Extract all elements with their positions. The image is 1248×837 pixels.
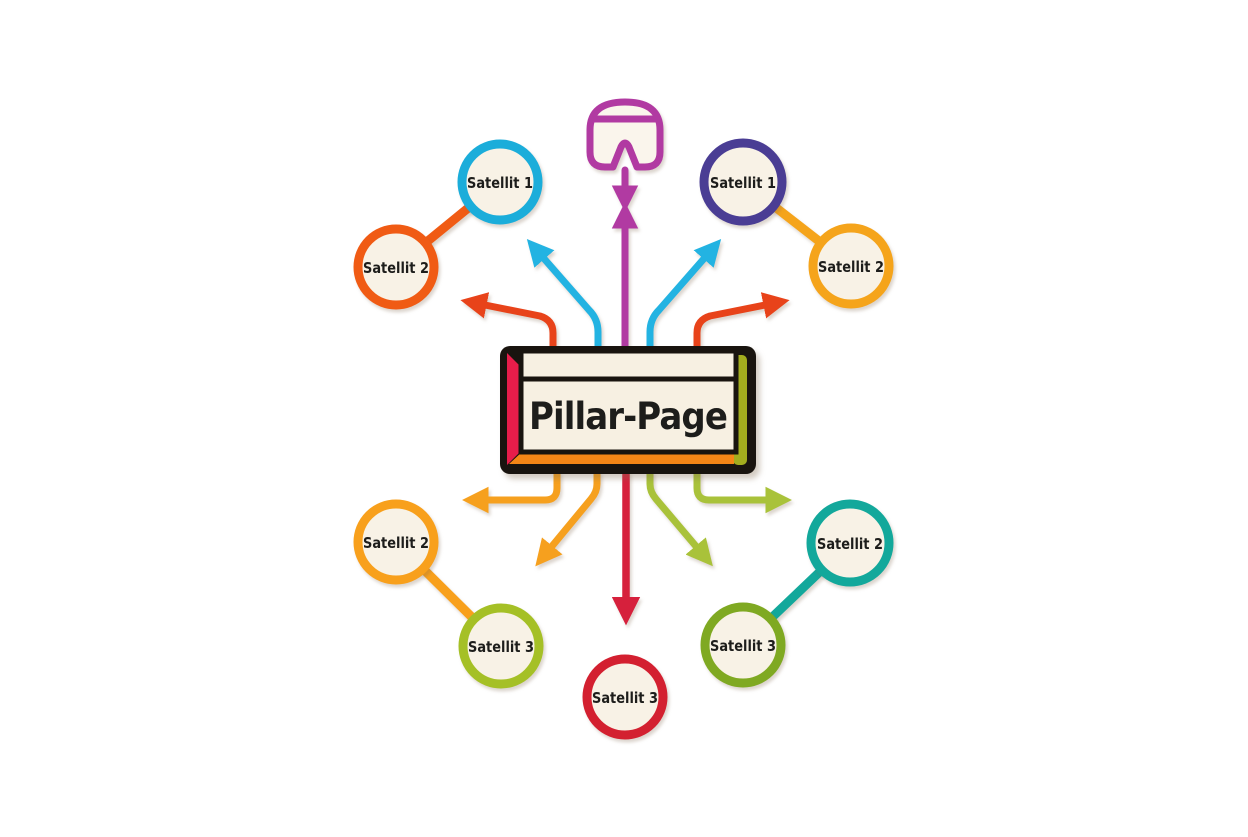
arrow-right-red-orange	[693, 292, 790, 350]
satellite-nodes: Satellit 1 Satellit 2 Satellit 1 Satelli…	[353, 138, 894, 740]
satellite-label: Satellit 1	[467, 174, 533, 192]
satellite-ring	[699, 138, 787, 226]
satellite-label: Satellit 3	[468, 638, 534, 656]
satellite-node-bottom-center-3: Satellit 3	[582, 654, 668, 740]
satellite-node-bottom-left-3: Satellit 3	[458, 603, 544, 689]
satellite-node-top-left-1: Satellit 1	[457, 139, 543, 225]
satellite-node-top-right-2: Satellit 2	[808, 223, 894, 309]
satellite-label: Satellit 3	[710, 637, 776, 655]
arrow-up-left-cyan	[526, 238, 602, 350]
satellite-node-top-left-2: Satellit 2	[353, 224, 439, 310]
goggles-icon	[586, 98, 664, 171]
satellite-ring	[458, 603, 544, 689]
satellite-ring	[700, 602, 786, 688]
pillar-page-label: Pillar-Page	[529, 395, 727, 438]
satellite-ring	[457, 139, 543, 225]
radiating-arrows	[460, 166, 792, 626]
goggles-body	[586, 98, 664, 171]
pillar-box-red-spine	[507, 353, 521, 465]
arrow-down-right-green	[646, 470, 713, 567]
satellite-node-bottom-left-2: Satellit 2	[353, 499, 439, 585]
satellite-ring	[353, 499, 439, 585]
satellite-ring	[353, 224, 439, 310]
arrow-left-red-orange	[460, 292, 557, 350]
satellite-label: Satellit 1	[710, 174, 776, 192]
satellite-label: Satellit 2	[363, 534, 429, 552]
arrow-left-orange	[462, 470, 561, 514]
pillar-box-page	[518, 348, 739, 455]
satellite-node-bottom-right-2: Satellit 2	[806, 499, 894, 587]
arrow-down-left-orange	[535, 470, 601, 567]
satellite-node-top-right-1: Satellit 1	[699, 138, 787, 226]
satellite-label: Satellit 2	[817, 535, 883, 553]
satellite-ring	[808, 223, 894, 309]
satellite-label: Satellit 2	[363, 259, 429, 277]
pillar-page-box: Pillar-Page	[500, 346, 756, 474]
satellite-node-bottom-right-3: Satellit 3	[700, 602, 786, 688]
satellite-ring	[806, 499, 894, 587]
satellite-label: Satellit 2	[818, 258, 884, 276]
satellite-ring	[582, 654, 668, 740]
arrow-right-green	[693, 470, 792, 514]
satellite-label: Satellit 3	[592, 689, 658, 707]
arrow-up-right-cyan	[646, 238, 722, 350]
